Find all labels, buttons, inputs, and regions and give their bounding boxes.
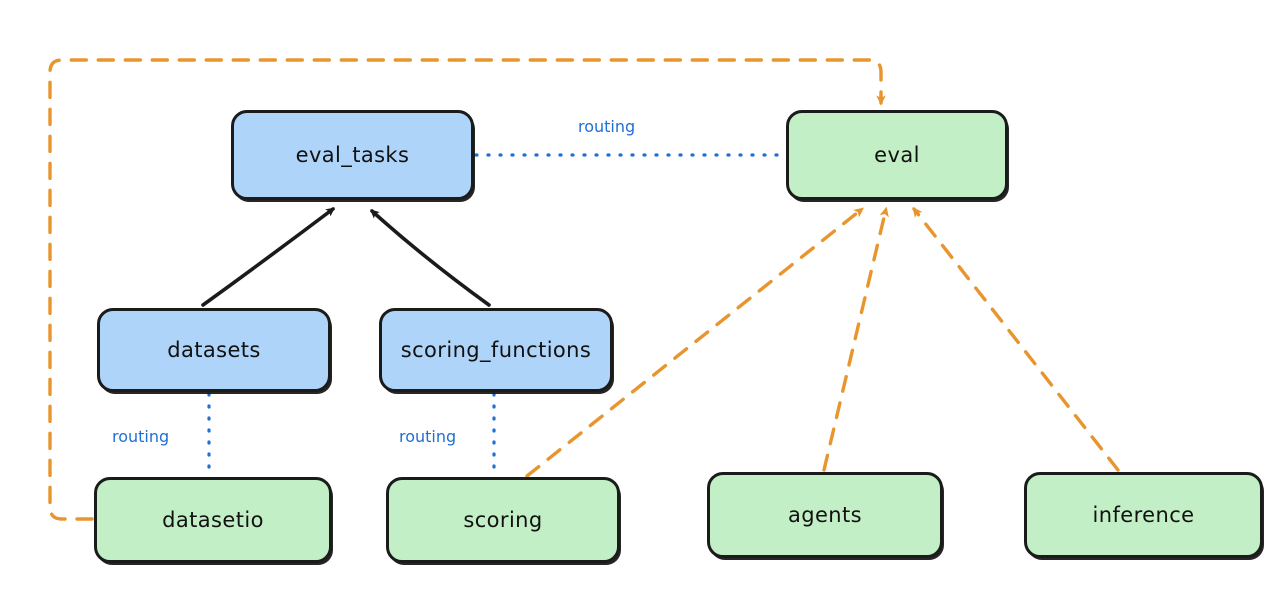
node-scoring[interactable]: scoring [386, 477, 620, 563]
edge-scoring_functions-to-eval_tasks [370, 209, 491, 307]
node-label: scoring_functions [400, 338, 592, 362]
edge-label-routing-eval-tasks-eval: routing [578, 117, 636, 136]
node-datasetio[interactable]: datasetio [94, 477, 332, 563]
node-agents[interactable]: agents [707, 472, 943, 558]
edge-agents-to-eval [822, 206, 889, 472]
node-inference[interactable]: inference [1024, 472, 1263, 558]
node-label: datasetio [162, 508, 264, 532]
node-eval[interactable]: eval [786, 110, 1008, 200]
node-scoring-functions[interactable]: scoring_functions [379, 308, 613, 392]
edge-inference-to-eval [912, 207, 1120, 472]
node-eval-tasks[interactable]: eval_tasks [231, 110, 474, 200]
edge-datasets-to-eval_tasks [201, 207, 335, 307]
node-label: eval_tasks [295, 143, 410, 167]
node-label: agents [787, 503, 862, 527]
node-datasets[interactable]: datasets [97, 308, 331, 392]
edge-label-routing-scoring-functions-scoring: routing [399, 427, 457, 446]
node-label: datasets [167, 338, 261, 362]
edge-label-routing-datasets-datasetio: routing [112, 427, 170, 446]
node-label: scoring [463, 508, 543, 532]
node-label: eval [874, 143, 920, 167]
node-label: inference [1092, 503, 1195, 527]
